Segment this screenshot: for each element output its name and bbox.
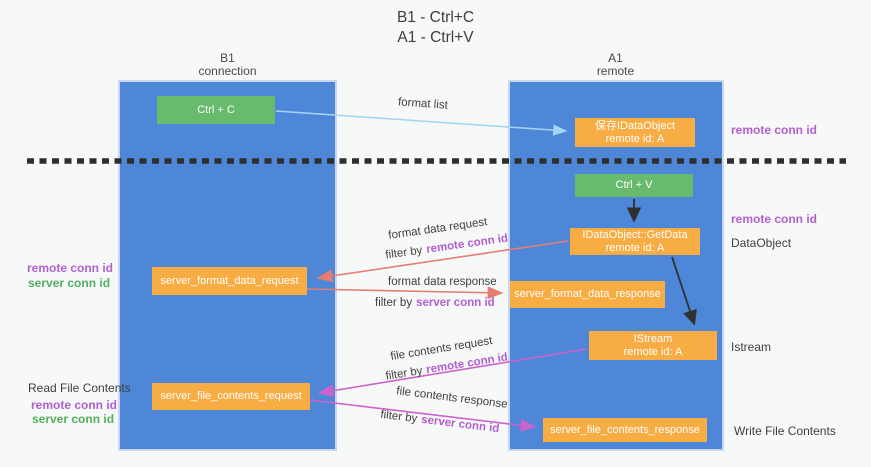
server-conn-id-highlight-2: server conn id <box>420 413 500 436</box>
save-idataobject-line1: 保存IDataObject <box>594 119 676 132</box>
ctrl-v-node: Ctrl + V <box>575 174 693 197</box>
lane-b1-name: B1 <box>220 51 235 65</box>
ctrl-v-label: Ctrl + V <box>615 179 653 191</box>
title-line-1: B1 - Ctrl+C <box>396 9 475 26</box>
server-format-data-request-label: server_format_data_request <box>160 274 299 287</box>
dataobject-note: DataObject <box>731 236 792 250</box>
getdata-line2: remote id: A <box>605 241 665 254</box>
server-format-data-response-node: server_format_data_response <box>510 281 665 308</box>
format-list-label: format list <box>397 96 449 112</box>
server-conn-id-highlight: server conn id <box>416 297 495 309</box>
file-contents-response-label: file contents response <box>395 385 509 411</box>
istream-line2: remote id: A <box>623 345 683 358</box>
server-file-contents-request-label: server_file_contents_request <box>160 390 302 402</box>
lane-header-a1: A1 remote <box>548 52 683 78</box>
istream-note: Istream <box>731 340 772 354</box>
lane-header-b1: B1 connection <box>160 52 295 78</box>
server-file-contents-response-node: server_file_contents_response <box>543 418 707 442</box>
left-server-conn-id-note-2: server conn id <box>32 412 115 426</box>
save-idataobject-line2: remote id: A <box>605 132 665 145</box>
server-format-data-response-label: server_format_data_response <box>514 288 661 300</box>
remote-conn-id-highlight: remote conn id <box>425 232 509 256</box>
ctrl-c-node: Ctrl + C <box>157 96 275 124</box>
server-format-data-request-node: server_format_data_request <box>152 267 307 295</box>
left-remote-conn-id-note: remote conn id <box>27 261 114 275</box>
lane-a1-name: A1 <box>608 51 623 65</box>
server-file-contents-response-label: server_file_contents_response <box>550 423 700 436</box>
format-data-response-label: format data response <box>388 276 497 288</box>
istream-line1: IStream <box>633 332 673 345</box>
write-file-contents-note: Write File Contents <box>734 424 836 438</box>
right-remote-conn-id-note-mid: remote conn id <box>731 212 818 226</box>
getdata-line1: IDataObject::GetData <box>582 228 688 241</box>
save-idataobject-node: 保存IDataObject remote id: A <box>575 118 695 147</box>
ctrl-c-label: Ctrl + C <box>197 103 235 116</box>
server-file-contents-request-node: server_file_contents_request <box>152 383 310 410</box>
title-line-2: A1 - Ctrl+V <box>397 29 474 46</box>
idataobject-getdata-node: IDataObject::GetData remote id: A <box>570 228 700 255</box>
istream-node: IStream remote id: A <box>589 331 717 360</box>
lane-b1-subtitle: connection <box>198 64 257 78</box>
diagram-title: B1 - Ctrl+C A1 - Ctrl+V <box>0 8 871 48</box>
right-remote-conn-id-note-top: remote conn id <box>731 123 818 137</box>
left-remote-conn-id-note-2: remote conn id <box>31 398 118 412</box>
lane-a1-subtitle: remote <box>596 64 635 78</box>
read-file-contents-note: Read File Contents <box>28 381 131 395</box>
left-server-conn-id-note: server conn id <box>28 276 111 290</box>
